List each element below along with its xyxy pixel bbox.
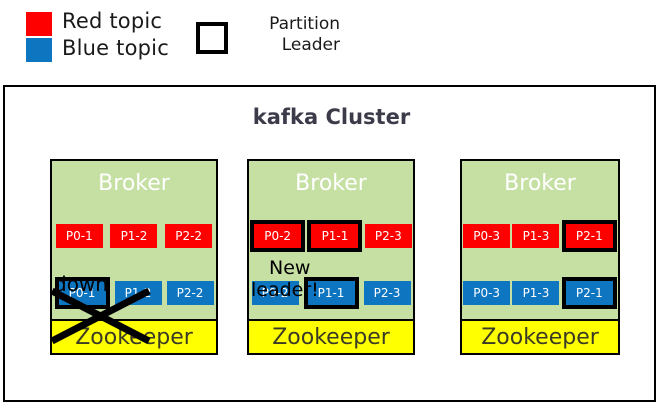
partition-box[interactable]: P2-2 (166, 281, 214, 305)
zookeeper-3[interactable]: Zookeeper (460, 319, 620, 355)
partition-box[interactable]: P1-2 (114, 281, 162, 305)
broker-1[interactable]: Broker P0-1 P1-2 P2-2 P0-1 P1-2 P2-2 Zoo… (50, 159, 218, 355)
broker-3-blue-partition-row: P0-3 P1-3 P2-1 (462, 277, 618, 309)
legend-partition-leader-swatch (196, 22, 228, 54)
broker-2-blue-partition-row: P0-2 P1-1 P2-3 (249, 277, 413, 309)
legend-leader-line1: Partition (269, 14, 340, 34)
partition-box[interactable]: P0-2 (251, 281, 299, 305)
legend-blue-swatch (26, 38, 52, 62)
legend-partition-leader-label: Partition Leader (244, 14, 340, 56)
broker-2-red-partition-row: P0-2 P1-1 P2-3 (249, 220, 413, 252)
broker-3[interactable]: Broker P0-3 P1-3 P2-1 P0-3 P1-3 P2-1 Zoo… (460, 159, 620, 355)
partition-box-leader[interactable]: P2-1 (561, 277, 617, 309)
partition-box-leader[interactable]: P1-1 (303, 277, 359, 309)
new-leader-line2: leader! (251, 279, 319, 301)
legend-blue-label: Blue topic (62, 36, 169, 60)
legend-red-swatch (26, 12, 52, 36)
cluster-title: kafka Cluster (252, 105, 411, 129)
partition-box[interactable]: P1-2 (110, 224, 158, 248)
broker-2[interactable]: Broker P0-2 P1-1 P2-3 P0-2 P1-1 P2-3 Zoo… (247, 159, 415, 355)
partition-box[interactable]: P1-3 (512, 224, 560, 248)
new-leader-annotation: New leader! (251, 257, 371, 301)
partition-box[interactable]: P1-3 (512, 281, 560, 305)
broker-3-title: Broker (504, 171, 576, 196)
partition-box[interactable]: P0-3 (463, 281, 511, 305)
partition-box-leader[interactable]: P0-2 (250, 220, 306, 252)
partition-box[interactable]: P2-2 (165, 224, 213, 248)
partition-box[interactable]: P0-3 (463, 224, 511, 248)
new-leader-line1: New (269, 257, 311, 279)
partition-box[interactable]: P0-1 (55, 224, 103, 248)
zookeeper-1[interactable]: Zookeeper (50, 319, 218, 355)
partition-box-leader[interactable]: P1-1 (307, 220, 363, 252)
partition-box[interactable]: P2-3 (364, 224, 412, 248)
legend: Red topic Blue topic Partition Leader (0, 0, 659, 82)
zookeeper-2[interactable]: Zookeeper (247, 319, 415, 355)
partition-box-leader[interactable]: P2-1 (561, 220, 617, 252)
broker-1-title: Broker (98, 171, 170, 196)
legend-leader-line2: Leader (281, 35, 340, 55)
broker-2-title: Broker (295, 171, 367, 196)
broker-3-red-partition-row: P0-3 P1-3 P2-1 (462, 220, 618, 252)
broker-1-red-partition-row: P0-1 P1-2 P2-2 (52, 223, 216, 249)
kafka-cluster-frame: kafka Cluster Broker P0-1 P1-2 P2-2 P0-1… (3, 85, 656, 402)
broker-down-annotation: down (54, 272, 108, 296)
partition-box[interactable]: P2-3 (363, 281, 411, 305)
legend-red-label: Red topic (62, 9, 163, 33)
